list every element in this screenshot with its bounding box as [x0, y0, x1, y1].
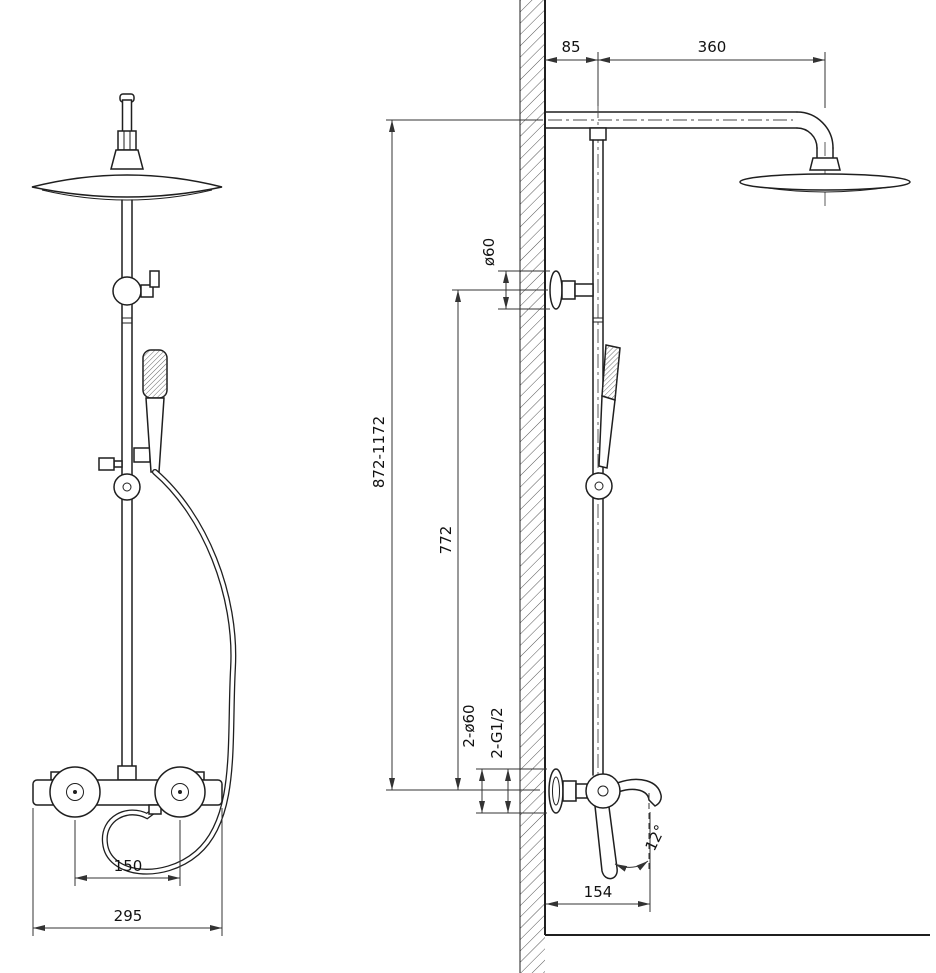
side-shower-arm: [544, 111, 911, 206]
dim-label-2-g12: 2-G1/2: [488, 707, 506, 758]
dimension-150: 150: [74, 820, 181, 886]
dimension-154: 154: [546, 812, 651, 912]
dim-label-295: 295: [114, 907, 143, 925]
dim-label-85: 85: [561, 38, 580, 56]
front-hand-shower: [113, 349, 168, 501]
dimension-772: 772: [437, 289, 548, 790]
front-view: 150 295: [31, 93, 237, 936]
dim-label-150: 150: [114, 857, 143, 875]
dimension-295: 295: [32, 808, 223, 936]
side-wall-bracket: [549, 270, 594, 310]
front-shower-head: [31, 93, 223, 201]
dimension-85: 85: [545, 38, 599, 106]
dim-label-772: 772: [437, 526, 455, 555]
dimension-inlets: 2-ø60 2-G1/2: [460, 704, 547, 814]
mixer-handle: [594, 805, 618, 880]
front-shower-hose: [101, 469, 237, 875]
front-diverter-knob: [112, 270, 160, 306]
front-holder-knob: [98, 457, 123, 471]
dim-label-angle: 12°: [642, 822, 670, 854]
front-mixer-valve: [32, 765, 223, 818]
dim-label-360: 360: [698, 38, 727, 56]
spout-angle-annotation: 12°: [614, 793, 670, 872]
side-view: 12° 85 360 ø60 872-1172: [370, 0, 930, 973]
dimension-d60: ø60: [480, 238, 550, 310]
dimension-height-range: 872-1172: [370, 119, 543, 791]
spout: [616, 778, 662, 807]
dim-label-height-range: 872-1172: [370, 416, 388, 488]
side-hand-shower: [585, 344, 621, 500]
wall-section: [519, 0, 930, 973]
dim-label-154: 154: [584, 883, 613, 901]
dim-label-2-d60: 2-ø60: [460, 704, 478, 747]
side-mixer-valve: [548, 768, 662, 880]
dim-label-d60: ø60: [480, 238, 498, 266]
dimension-360: 360: [598, 38, 826, 108]
